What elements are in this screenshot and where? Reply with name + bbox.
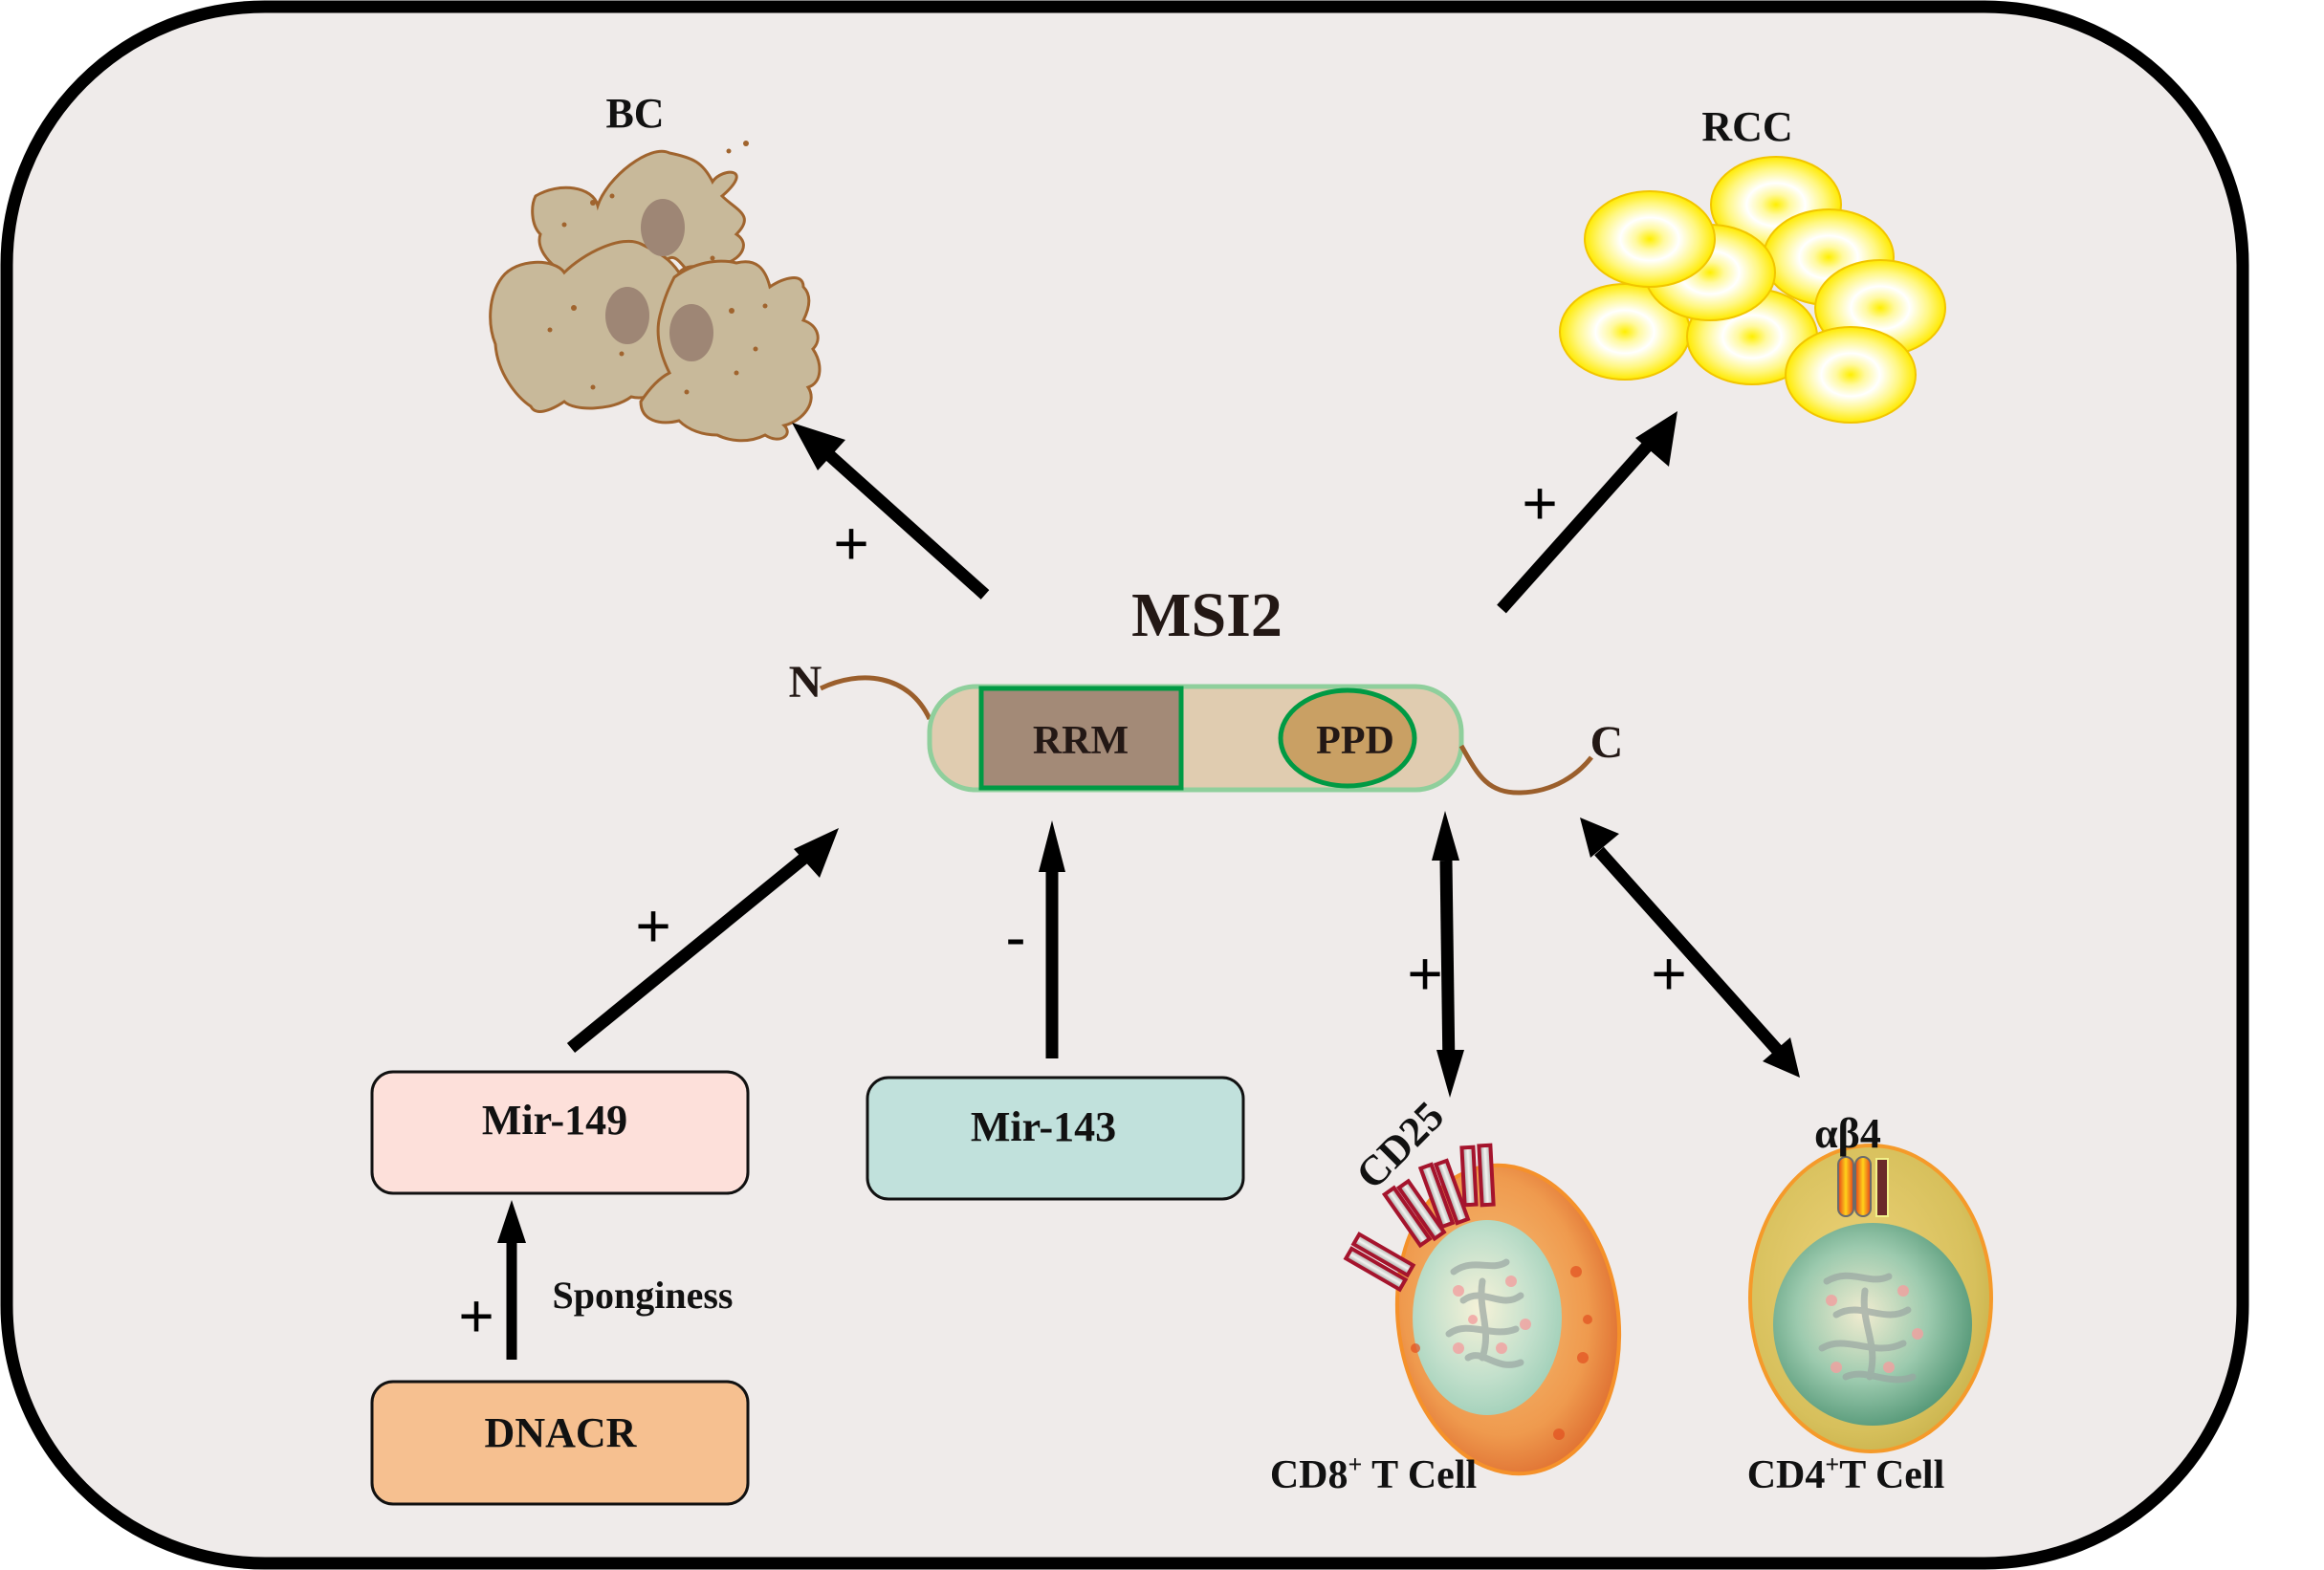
msi2-title: MSI2 [1131, 580, 1283, 650]
mir143-box: Mir-143 [866, 1076, 1245, 1201]
n-terminus-label: N [789, 657, 822, 708]
bc-nucleus [669, 304, 713, 361]
rcc-cell-cluster: RCC [1559, 103, 1946, 424]
cd8-t-cell-label: CD8+ T Cell [1270, 1450, 1477, 1497]
alpha-beta4-integrin [1837, 1156, 1889, 1217]
arrow-mir143-to-msi2 [1039, 820, 1065, 1058]
sponginess-label: Sponginess [553, 1274, 734, 1317]
rcc-effect-sign: + [1522, 469, 1557, 537]
cd25-receptors [1343, 1143, 1496, 1293]
bc-effect-sign: + [833, 509, 868, 578]
alpha-beta4-label: αβ4 [1814, 1110, 1881, 1157]
cd4-t-cell: αβ4 [1748, 1110, 1993, 1453]
ppd-label: PPD [1316, 719, 1394, 763]
n-terminal-tail [819, 675, 932, 721]
msi2-protein: N RRM PPD C [789, 657, 1624, 796]
bc-label: BC [605, 90, 664, 137]
bc-nucleus [605, 287, 649, 344]
mir149-box: Mir-149 [370, 1070, 750, 1195]
c-terminal-tail [1458, 744, 1593, 796]
dnacr-box: DNACR [370, 1380, 750, 1506]
mir149-effect-sign: + [635, 891, 670, 960]
cd8-effect-sign: + [1407, 939, 1442, 1008]
bc-nucleus [641, 199, 685, 256]
rcc-label: RCC [1701, 103, 1792, 150]
arrow-mir149-to-msi2 [566, 828, 839, 1054]
arrow-msi2-cd8-bidirectional [1432, 811, 1464, 1098]
c-terminus-label: C [1590, 717, 1624, 768]
mir143-effect-sign: - [1005, 903, 1025, 971]
ppd-domain [1278, 687, 1417, 789]
arrow-msi2-to-rcc [1497, 411, 1677, 614]
dnacr-label: DNACR [485, 1409, 638, 1456]
rrm-domain [978, 686, 1184, 791]
arrow-msi2-to-bc [792, 423, 990, 600]
bc-cell-cluster: BC [489, 90, 822, 443]
cd4-t-cell-label: CD4+T Cell [1747, 1450, 1945, 1497]
cd4-effect-sign: + [1651, 939, 1686, 1008]
arrow-msi2-cd4-bidirectional [1580, 818, 1800, 1078]
arrow-dnacr-to-mir149 [497, 1200, 526, 1360]
rcc-cell [1785, 326, 1917, 424]
mir143-label: Mir-143 [971, 1103, 1116, 1150]
dnacr-effect-sign: + [458, 1281, 493, 1350]
mir149-label: Mir-149 [482, 1097, 627, 1144]
cd4-nucleus [1773, 1223, 1972, 1426]
rrm-label: RRM [1033, 719, 1129, 763]
rcc-cell [1584, 190, 1716, 288]
